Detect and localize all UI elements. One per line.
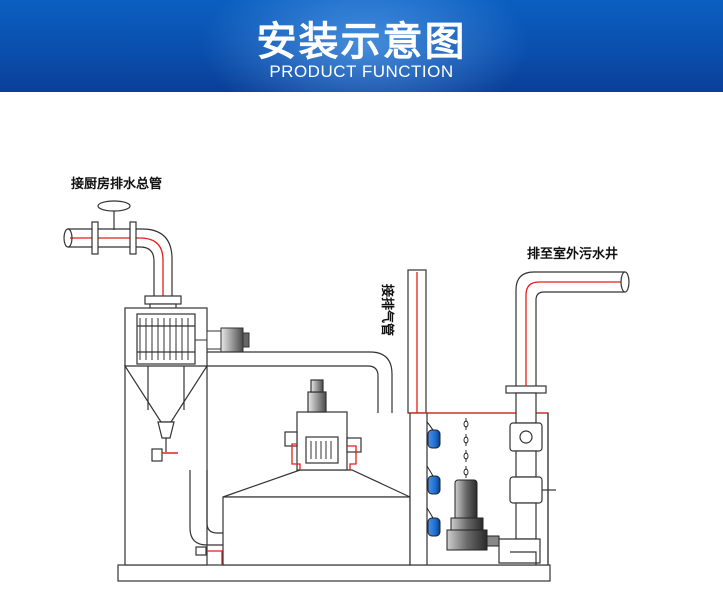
float-switches: [426, 421, 441, 537]
header-banner: 安装示意图 PRODUCT FUNCTION: [0, 0, 723, 92]
label-outlet: 排至室外污水井: [527, 246, 618, 262]
float-switch-high: [427, 429, 441, 449]
discharge-pipe: [498, 385, 556, 565]
page-subtitle: PRODUCT FUNCTION: [269, 62, 454, 81]
page-title: 安装示意图: [256, 19, 467, 65]
outlet-pipe: [515, 271, 630, 386]
inlet-pipe: [63, 200, 173, 298]
solids-separator: [123, 307, 209, 566]
banner-glow: [200, 0, 530, 92]
label-vent: 接排气管: [379, 284, 395, 336]
grease-tank: [222, 469, 411, 566]
transfer-pipe: [189, 351, 393, 565]
label-inlet: 接厨房排水总管: [71, 176, 162, 192]
heater-box: [284, 379, 362, 471]
vent-pipe: [407, 269, 427, 414]
submersible-pump: [446, 479, 500, 551]
float-switch-low: [427, 517, 441, 537]
installation-diagram: 接厨房排水总管: [63, 176, 630, 582]
lift-chain: [463, 418, 469, 478]
base-plate: [117, 564, 551, 582]
float-switch-mid: [427, 475, 441, 495]
